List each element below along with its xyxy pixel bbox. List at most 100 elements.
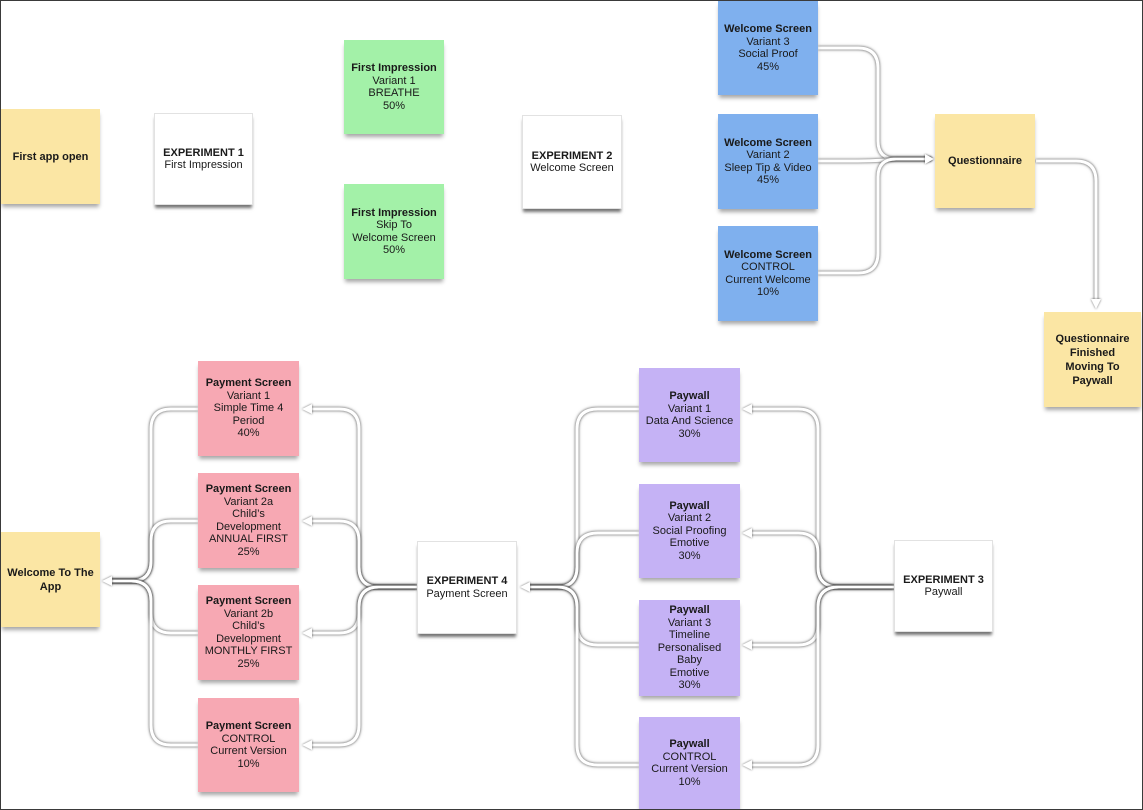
note-line: Current Welcome — [725, 273, 811, 286]
note-line: 50% — [382, 99, 406, 112]
note-first-app-open[interactable]: First app open — [1, 109, 100, 204]
note-line: Period — [232, 414, 265, 427]
note-line: 30% — [678, 549, 701, 562]
note-line: 25% — [237, 545, 260, 558]
note-line: 45% — [756, 174, 780, 186]
note-line: Child’s — [232, 620, 265, 632]
note-title: Questionnaire — [948, 155, 1022, 167]
note-line: BREATHE — [368, 87, 420, 99]
note-line: Child’s — [232, 508, 265, 520]
note-line: Social Proofing — [652, 524, 727, 537]
connector-questionnaire-to-finished — [1036, 159, 1098, 301]
note-line: CONTROL — [221, 732, 276, 745]
connector-ps-control-to-welcome — [111, 579, 198, 747]
connector-exp4-to-ps-variant1 — [309, 407, 417, 589]
note-line: 45% — [756, 60, 780, 73]
note-line: Development — [216, 632, 281, 645]
note-title: EXPERIMENT 4 — [426, 575, 508, 587]
note-line: Development — [216, 520, 281, 533]
note-line: Variant 2 — [746, 149, 790, 161]
note-title: Payment Screen — [205, 483, 292, 495]
note-line: 10% — [678, 775, 701, 788]
note-line: CONTROL — [741, 261, 795, 273]
note-line: 25% — [237, 657, 260, 670]
note-title: EXPERIMENT 2 — [531, 149, 613, 162]
note-line: Paywall — [924, 586, 963, 598]
note-line: Current Version — [210, 745, 287, 757]
note-line: 50% — [382, 244, 406, 256]
connector-exp3-to-pw-variant1 — [749, 407, 894, 589]
note-line: Variant 2a — [223, 495, 274, 508]
connector-exp3-to-pw-control — [749, 585, 894, 767]
note-line: Variant 2 — [667, 512, 712, 525]
note-title: Paywall — [669, 390, 710, 402]
note-line: Variant 3 — [746, 35, 790, 48]
note-line: Sleep Tip & Video — [724, 161, 812, 174]
note-line: 30% — [678, 679, 701, 692]
note-welcome-to-the-app[interactable]: Welcome To The App — [1, 532, 100, 627]
note-title: Payment Screen — [205, 720, 292, 732]
note-questionnaire-finished[interactable]: Questionnaire Finished Moving To Paywall — [1044, 312, 1141, 407]
arrowhead-welcome — [102, 576, 112, 586]
note-line: Data And Science — [645, 415, 734, 427]
connector-exp4-to-ps-control — [309, 585, 417, 747]
note-line: Skip To — [376, 219, 412, 231]
note-line: Emotive — [669, 666, 710, 679]
note-line: Variant 2b — [223, 607, 274, 620]
note-title: Welcome Screen — [724, 248, 812, 261]
connector-ps-variant1-to-welcome — [111, 407, 198, 583]
connector-exp3-to-pw-variant2 — [749, 531, 894, 589]
note-title: Paywall — [669, 738, 710, 750]
note-title: Paywall — [669, 604, 710, 617]
note-title: Welcome Screen — [724, 136, 812, 149]
note-line: Welcome Screen — [530, 162, 614, 174]
connector-pw-variant1-to-exp4 — [529, 407, 639, 589]
note-title: First app open — [12, 150, 89, 163]
note-line: CONTROL — [662, 750, 717, 763]
note-line: Timeline — [668, 629, 711, 642]
note-line: 30% — [678, 427, 701, 440]
note-questionnaire[interactable]: Questionnaire — [935, 114, 1035, 208]
note-title: First Impression — [351, 62, 437, 74]
note-line: Social Proof — [738, 48, 798, 60]
note-title: Welcome To The App — [7, 566, 94, 593]
arrowhead-finished — [1091, 299, 1101, 309]
note-line: Variant 1 — [667, 402, 712, 415]
note-line: Emotive — [669, 537, 710, 550]
connector-pw-variant2-to-exp4 — [529, 531, 639, 589]
note-line: Payment Screen — [426, 587, 508, 600]
note-line: First Impression — [164, 159, 243, 171]
connector-ps-variant2b-to-welcome — [111, 579, 198, 635]
note-line: 40% — [237, 427, 260, 440]
note-title: Welcome Screen — [724, 23, 812, 35]
arrowhead-questionnaire — [925, 154, 934, 164]
note-line: Simple Time 4 — [213, 402, 284, 415]
note-title: First Impression — [351, 206, 437, 219]
note-title: Paywall — [669, 499, 710, 512]
connector-ws-variant3-to-questionnaire — [818, 46, 931, 161]
note-line: Current Version — [651, 763, 728, 775]
note-title: Questionnaire Finished Moving To Paywall — [1055, 332, 1130, 387]
connector-pw-control-to-exp4 — [529, 585, 639, 767]
note-line: Personalised Baby — [657, 641, 722, 667]
note-line: Variant 1 — [226, 389, 271, 402]
